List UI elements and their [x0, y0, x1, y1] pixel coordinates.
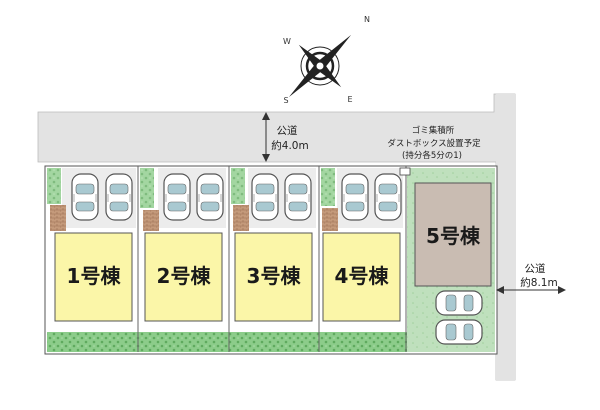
garbage-note-line2: ダストボックス設置予定	[387, 138, 481, 149]
road-right	[496, 94, 516, 380]
garbage-box-icon	[399, 167, 411, 176]
compass-icon	[288, 34, 352, 98]
compass-s: S	[283, 96, 288, 105]
building-5-label: 5号棟	[426, 224, 481, 248]
compass-e: E	[347, 95, 352, 104]
right-road-width: 約8.1m	[520, 276, 557, 289]
building-1[interactable]	[54, 232, 133, 322]
building-5[interactable]	[414, 182, 492, 287]
compass-w: W	[283, 37, 291, 46]
entry-paving	[50, 205, 338, 231]
right-road-name: 公道	[525, 262, 546, 275]
top-road-name: 公道	[277, 124, 298, 137]
building-4-label: 4号棟	[335, 264, 390, 288]
top-road-width: 約4.0m	[271, 139, 308, 152]
building-1-label: 1号棟	[67, 264, 122, 288]
garbage-note-line1: ゴミ集積所	[412, 125, 455, 136]
building-3-label: 3号棟	[247, 264, 302, 288]
garden-patches	[47, 168, 335, 208]
lot-dividers	[137, 166, 407, 352]
buildings	[54, 232, 401, 322]
hedge-strip	[47, 332, 407, 352]
garbage-note-line3: (持分各5分の1)	[402, 150, 462, 161]
right-road-dimension	[496, 286, 566, 294]
building-labels: 1号棟 2号棟 3号棟 4号棟 5号棟	[67, 224, 481, 288]
building-2-label: 2号棟	[157, 264, 212, 288]
building-4[interactable]	[322, 232, 401, 322]
building-3[interactable]	[234, 232, 313, 322]
compass-n: N	[364, 15, 370, 24]
building-2[interactable]	[144, 232, 223, 322]
top-road-dimension	[262, 112, 270, 162]
